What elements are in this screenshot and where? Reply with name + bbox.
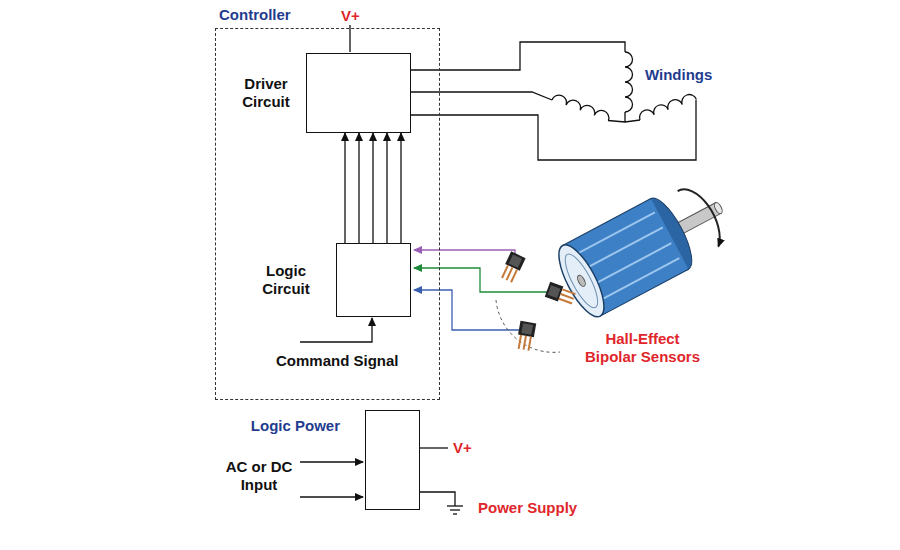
driver-circuit-box: Driver Circuit: [306, 53, 411, 133]
signal-arrow: [400, 133, 401, 243]
sensor-wire: [414, 268, 548, 292]
signal-arrow: [386, 133, 387, 243]
hall-sensor: [545, 282, 577, 307]
supply-label: V+: [453, 439, 472, 457]
signal-label: Command Signal: [276, 352, 399, 370]
rotor: [550, 171, 739, 322]
supply-wire: [349, 25, 350, 52]
sensor-arc: [496, 300, 560, 352]
logic-circuit-box: Logic Circuit: [336, 243, 411, 317]
phase-wires: [410, 42, 696, 160]
command-arrow: [300, 318, 372, 342]
controller-boundary: ControllerDriver CircuitLogic Circuit: [215, 28, 440, 400]
windings-label: Windings: [645, 66, 712, 84]
logic-power-box: Logic Power: [365, 410, 420, 510]
hall-sensor: [516, 321, 537, 351]
sensor-wire: [414, 250, 515, 255]
box-label: Driver Circuit: [233, 75, 299, 111]
box-label: Logic Circuit: [255, 262, 317, 298]
sensor-label: Hall-Effect Bipolar Sensors: [580, 330, 705, 366]
input-label: AC or DC Input: [220, 458, 298, 494]
signal-arrow: [344, 133, 345, 243]
supply-label: Power Supply: [478, 499, 577, 517]
box-label: Logic Power: [251, 417, 340, 435]
winding-coils: [552, 52, 696, 121]
hall-sensor: [499, 251, 525, 283]
boundary-title: Controller: [216, 6, 294, 24]
supply-label: V+: [341, 7, 360, 25]
signal-arrow: [358, 133, 359, 243]
signal-arrow: [372, 133, 373, 243]
